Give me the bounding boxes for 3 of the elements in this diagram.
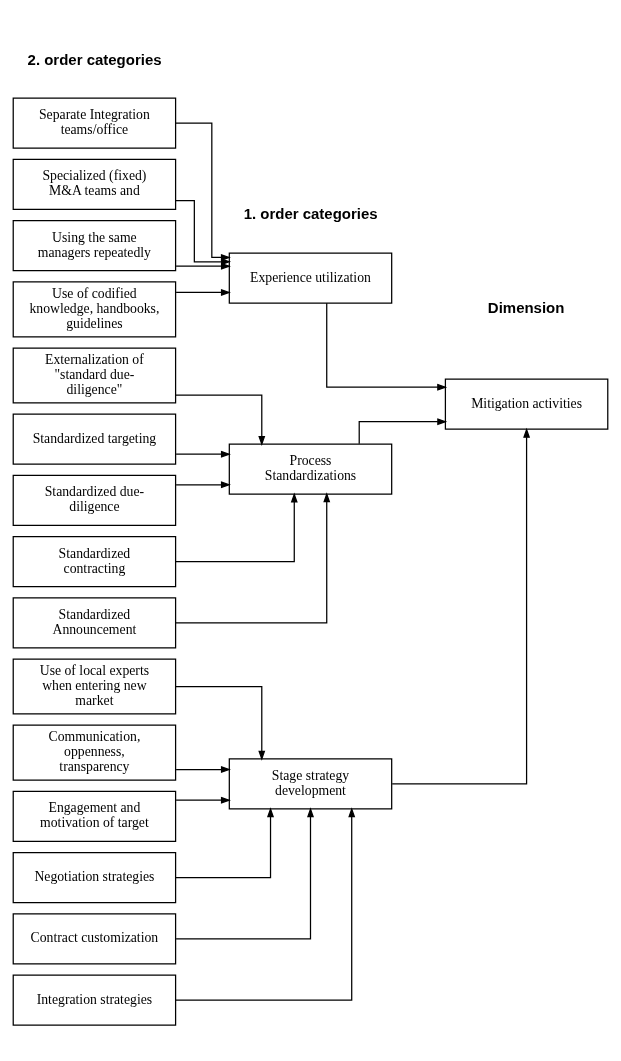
label: 1. order categories xyxy=(243,204,378,222)
label: Dimension xyxy=(487,298,565,316)
label: 2. order categories xyxy=(27,50,162,68)
